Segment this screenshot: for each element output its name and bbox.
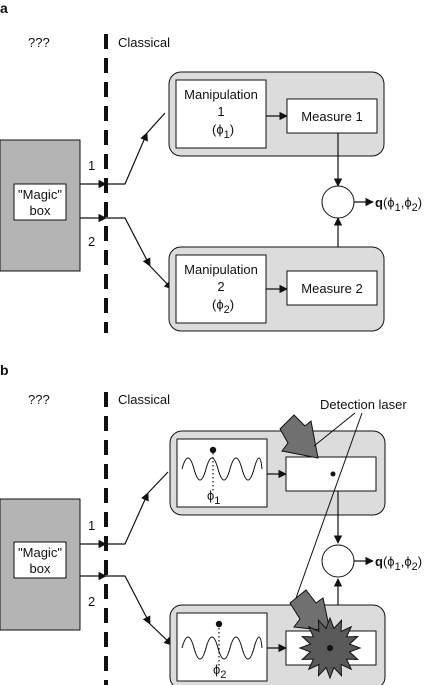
classical-label: Classical — [118, 35, 170, 50]
path-1-branch-b — [106, 492, 149, 545]
manipulation-2-box — [175, 254, 267, 324]
magic-box-label-frame — [13, 183, 67, 221]
path-1-branch — [106, 132, 148, 185]
phase-dot-1 — [209, 446, 217, 454]
port-1-label: 1 — [88, 158, 95, 173]
manipulation-1-box — [175, 79, 267, 149]
phase-label-2: ϕ2 — [213, 662, 226, 681]
ion-2-dot — [327, 645, 333, 651]
detection-laser-arrow-2 — [289, 589, 331, 632]
measure-1-box — [286, 98, 378, 134]
panel-letter-a: a — [0, 0, 8, 16]
ion-1-dot — [330, 471, 336, 477]
combiner-node-b — [321, 544, 355, 578]
phase-dot-2 — [215, 620, 223, 628]
manipulation-2-phase: (ϕ2) — [212, 297, 234, 316]
laser-leader-1 — [313, 412, 356, 447]
panel-b: b ??? Classical "Magic" box 1 2 ϕ1 Detec… — [0, 362, 422, 685]
path-2-branch — [106, 217, 151, 267]
port-2-label-b: 2 — [88, 594, 95, 609]
oscillation-1-box — [176, 438, 268, 508]
magic-box-b-label-frame — [13, 541, 67, 579]
magic-box-b-label-line1: "Magic" — [18, 545, 62, 560]
measure-1-label: Measure 1 — [301, 109, 362, 124]
laser-leader-2 — [295, 412, 363, 599]
magic-box-b-label-line2: box — [30, 561, 51, 576]
unknown-label-b: ??? — [28, 392, 50, 407]
manipulation-2-title: Manipulation — [184, 262, 258, 277]
phase-label-1: ϕ1 — [207, 488, 220, 507]
measure-2-label: Measure 2 — [301, 281, 362, 296]
path-1-continue-b — [147, 471, 169, 494]
correlation-output-label: q(ϕ1,ϕ2) — [375, 195, 422, 214]
combiner-node — [321, 185, 355, 219]
magic-box-label-line2: box — [30, 203, 51, 218]
port-2-label: 2 — [88, 234, 95, 249]
unknown-label: ??? — [28, 35, 50, 50]
detection-laser-label: Detection laser — [320, 397, 407, 412]
magic-box-label-line1: "Magic" — [18, 187, 62, 202]
sine-wave-2 — [181, 636, 263, 660]
path-2-branch-b — [106, 575, 151, 625]
port-1-label-b: 1 — [88, 518, 95, 533]
panel-letter-b: b — [0, 362, 9, 378]
panel-a: a ??? Classical "Magic" box 1 2 Manipula… — [0, 0, 422, 333]
correlation-output-label-b: q(ϕ1,ϕ2) — [375, 554, 422, 573]
detection-laser-arrow-1 — [279, 414, 319, 459]
manipulation-1-number: 1 — [217, 104, 224, 119]
path-1-continue — [146, 112, 166, 134]
manipulation-1-title: Manipulation — [184, 87, 258, 102]
manipulation-2-number: 2 — [217, 279, 224, 294]
classical-label-b: Classical — [118, 392, 170, 407]
path-2-continue — [149, 265, 173, 290]
measure-2-box — [286, 270, 378, 306]
manipulation-1-phase: (ϕ1) — [212, 122, 234, 141]
path-2-continue-b — [149, 623, 173, 646]
sine-wave-1 — [181, 457, 263, 481]
